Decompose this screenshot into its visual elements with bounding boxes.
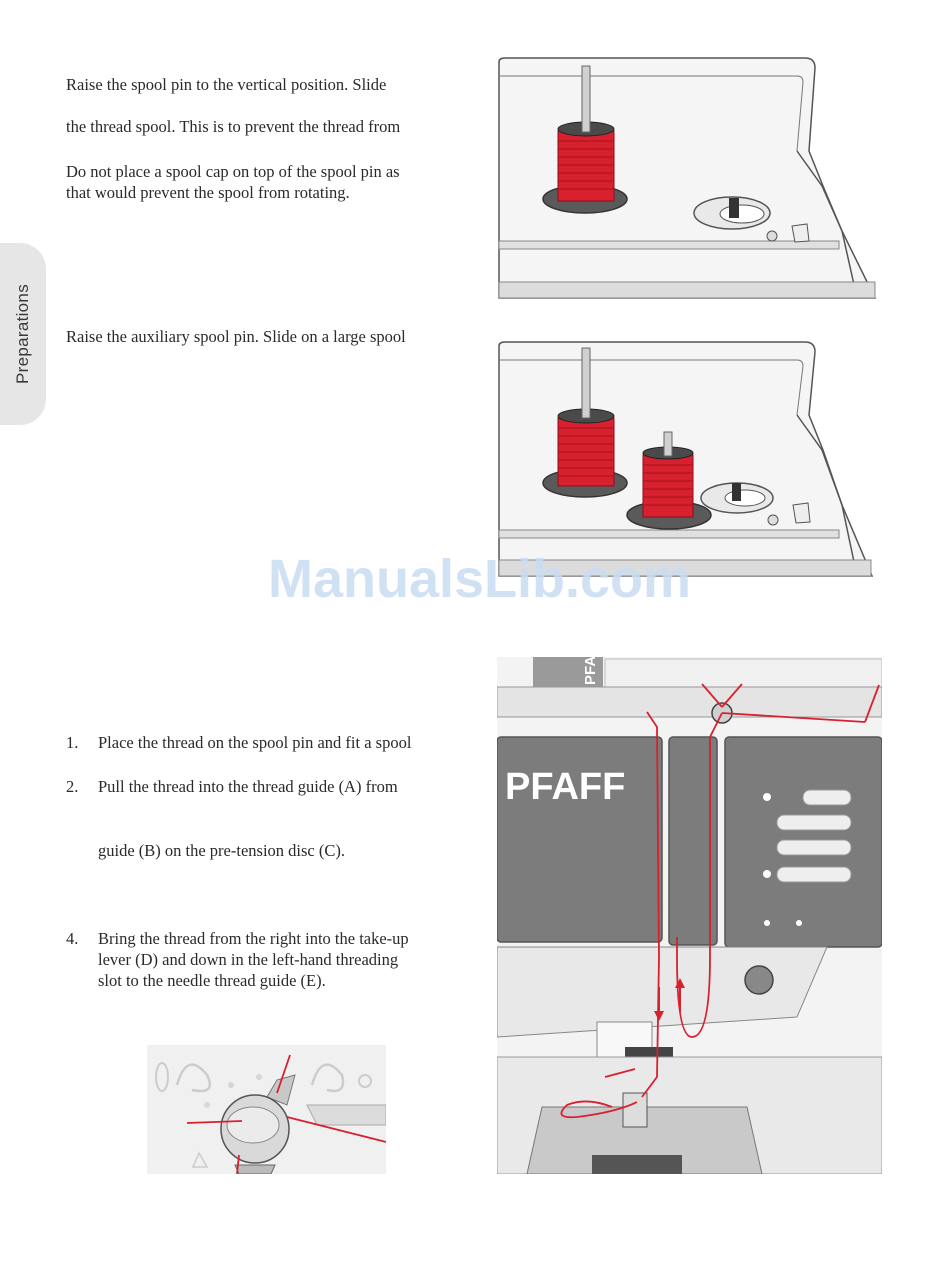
step-4: 4. Bring the thread from the right into … (66, 928, 476, 992)
main-spool-illustration (497, 56, 877, 300)
side-tab: Preparations (0, 243, 46, 425)
main-spool-line-3: Do not place a spool cap on top of the s… (66, 162, 400, 181)
step-1-text: Place the thread on the spool pin and fi… (98, 733, 412, 752)
main-spool-line-2: the thread spool. This is to prevent the… (66, 117, 401, 136)
step-2-text: Pull the thread into the thread guide (A… (98, 777, 398, 796)
main-spool-line-4: that would prevent the spool from rotati… (66, 183, 350, 202)
threading-illustration: PFAFF PFA (497, 657, 882, 1174)
step-3-text: guide (B) on the pre-tension disc (C). (98, 841, 345, 860)
step-4-text-line-3: slot to the needle thread guide (E). (98, 971, 326, 990)
step-3: guide (B) on the pre-tension disc (C). (66, 840, 476, 861)
step-2: 2. Pull the thread into the thread guide… (66, 776, 476, 797)
machine-brand-label: PFAFF (505, 766, 625, 808)
watermark: ManualsLib.com (268, 549, 692, 609)
machine-brand-vertical: PFA (582, 657, 599, 685)
step-1: 1. Place the thread on the spool pin and… (66, 732, 476, 753)
step-4-text-line-1: Bring the thread from the right into the… (98, 929, 409, 948)
aux-spool-illustration (497, 340, 877, 578)
main-spool-line-1: Raise the spool pin to the vertical posi… (66, 75, 387, 94)
step-4-text-line-2: lever (D) and down in the left-hand thre… (98, 950, 399, 969)
aux-spool-line-1: Raise the auxiliary spool pin. Slide on … (66, 327, 406, 346)
step-2-number: 2. (66, 777, 79, 796)
pretension-disc-illustration (147, 1045, 386, 1174)
step-4-number: 4. (66, 929, 79, 948)
step-1-number: 1. (66, 733, 79, 752)
side-tab-label: Preparations (13, 284, 32, 384)
